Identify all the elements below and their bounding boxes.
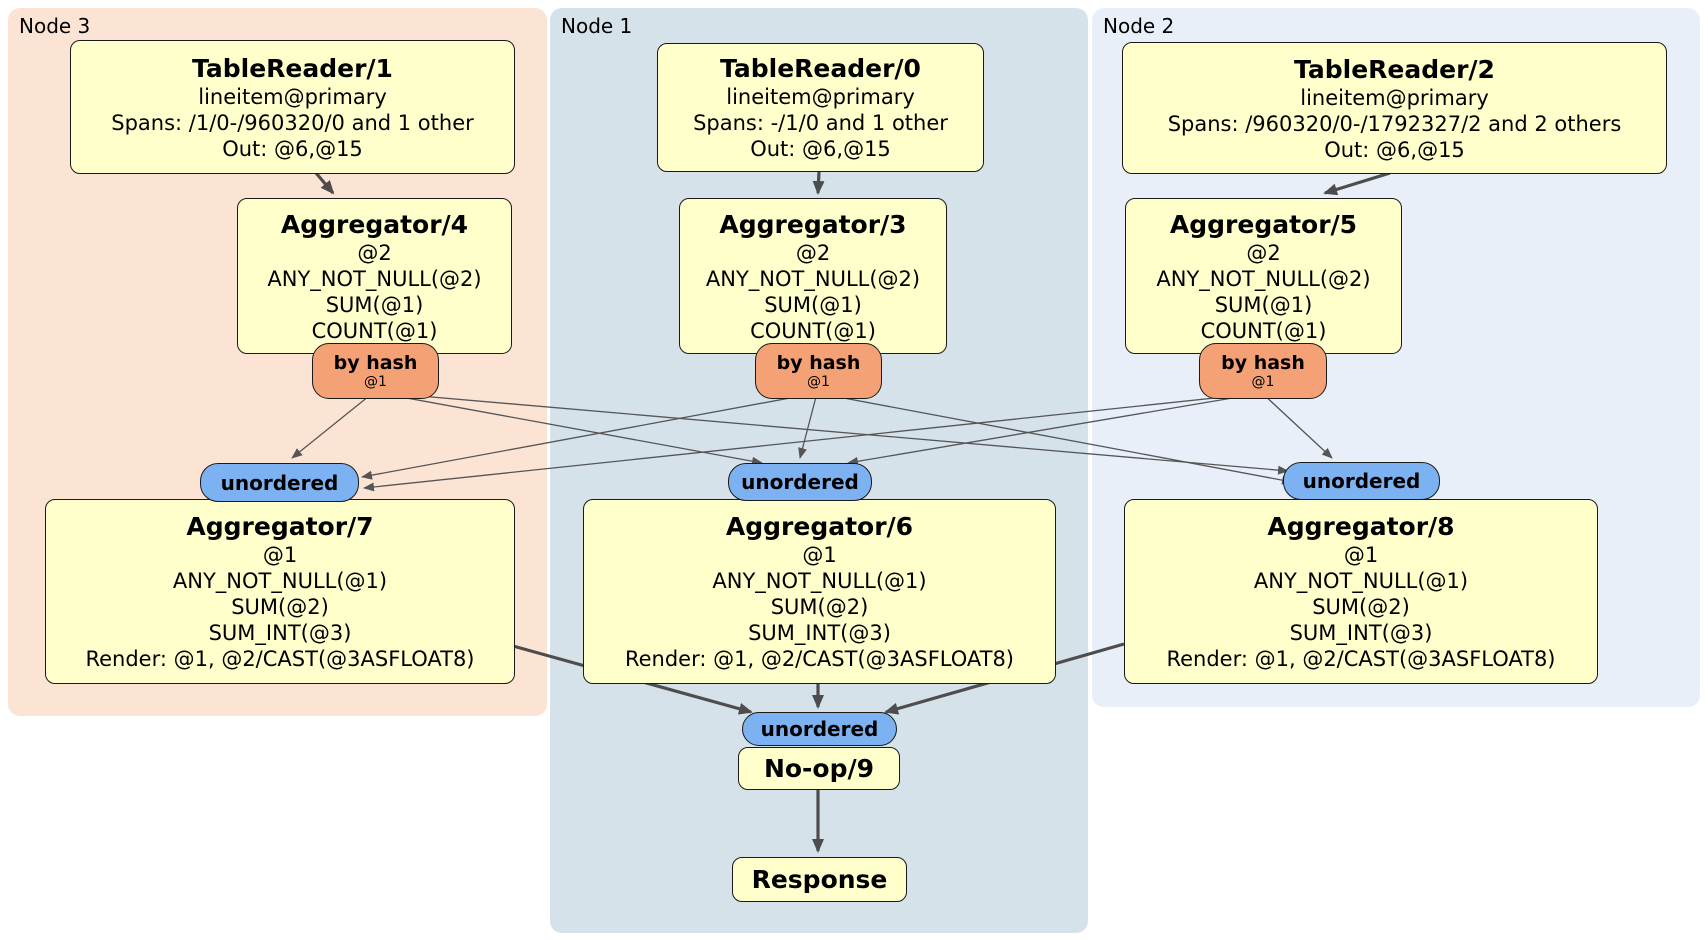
box-line: COUNT(@1) (750, 318, 876, 343)
box-line: @1 (1343, 543, 1379, 567)
box-aggregator-3: Aggregator/3 @2 ANY_NOT_NULL(@2) SUM(@1)… (679, 198, 947, 354)
box-noop-9: No-op/9 (738, 747, 900, 790)
router-by-hash-4: by hash @1 (312, 343, 439, 399)
box-title: Response (751, 865, 888, 894)
edge-hash3-sync2 (816, 392, 1293, 485)
sync-unordered-node1: unordered (728, 463, 872, 501)
edge-hash5-sync2 (1261, 392, 1333, 459)
box-title: TableReader/2 (1294, 54, 1495, 84)
edge-tr2-agg5 (1323, 171, 1391, 196)
box-line: SUM(@2) (231, 595, 329, 619)
box-tablereader-2: TableReader/2 lineitem@primary Spans: /9… (1122, 42, 1667, 174)
edge-hash4-sync3 (291, 391, 375, 459)
sync-label: unordered (741, 470, 859, 494)
box-line: ANY_NOT_NULL(@2) (705, 266, 921, 291)
box-line: @2 (357, 240, 392, 265)
box-line: ANY_NOT_NULL(@2) (1156, 266, 1371, 291)
box-line: ANY_NOT_NULL(@1) (172, 569, 388, 593)
sync-unordered-node3: unordered (200, 463, 359, 502)
box-title: TableReader/1 (192, 53, 393, 83)
edge-tr1-agg4 (314, 171, 335, 195)
edge-hash4-sync2 (373, 391, 1289, 475)
box-aggregator-7: Aggregator/7 @1 ANY_NOT_NULL(@1) SUM(@2)… (45, 499, 515, 684)
sync-label: unordered (760, 717, 879, 741)
box-line: SUM(@1) (1214, 292, 1313, 317)
box-title: No-op/9 (763, 754, 875, 783)
box-line: Render: @1, @2/CAST(@3ASFLOAT8) (624, 647, 1015, 671)
edge-hash4-sync1 (373, 391, 763, 466)
box-line: SUM_INT(@3) (748, 621, 891, 645)
box-title: Aggregator/7 (186, 512, 374, 541)
box-title: TableReader/0 (720, 54, 921, 83)
router-hash-columns: @1 (807, 374, 830, 390)
box-line: COUNT(@1) (311, 318, 438, 343)
node-3-label: Node 3 (19, 14, 91, 38)
box-line: ANY_NOT_NULL(@2) (267, 266, 482, 291)
edge-hash3-sync1 (798, 392, 818, 459)
box-line: @2 (1246, 240, 1281, 265)
edge-hash5-sync1 (847, 392, 1263, 466)
box-line: Out: @6,@15 (222, 136, 363, 161)
router-hash-columns: @1 (364, 374, 387, 390)
box-line: @1 (262, 543, 298, 567)
box-aggregator-8: Aggregator/8 @1 ANY_NOT_NULL(@1) SUM(@2)… (1124, 499, 1598, 684)
node-1-label: Node 1 (561, 14, 633, 38)
edge-hash5-sync3 (363, 392, 1263, 492)
box-line: Out: @6,@15 (750, 137, 891, 161)
router-label: by hash (776, 352, 861, 374)
router-edges (291, 391, 1333, 492)
router-hash-columns: @1 (1251, 374, 1275, 390)
box-line: lineitem@primary (1300, 85, 1489, 110)
box-line: SUM_INT(@3) (208, 621, 352, 645)
router-by-hash-5: by hash @1 (1199, 343, 1327, 399)
box-line: @2 (795, 240, 831, 265)
box-line: SUM(@2) (770, 595, 869, 619)
sync-unordered-final: unordered (742, 712, 897, 746)
box-title: Aggregator/6 (725, 512, 914, 541)
box-line: lineitem@primary (198, 84, 387, 109)
box-tablereader-0: TableReader/0 lineitem@primary Spans: -/… (657, 43, 984, 172)
box-line: SUM(@1) (325, 292, 424, 317)
box-line: SUM_INT(@3) (1289, 621, 1433, 645)
box-aggregator-6: Aggregator/6 @1 ANY_NOT_NULL(@1) SUM(@2)… (583, 499, 1056, 684)
node-2-label: Node 2 (1103, 14, 1175, 38)
box-line: Spans: -/1/0 and 1 other (693, 111, 948, 135)
box-response: Response (732, 857, 907, 902)
box-line: SUM(@1) (764, 292, 862, 317)
box-aggregator-5: Aggregator/5 @2 ANY_NOT_NULL(@2) SUM(@1)… (1125, 198, 1402, 354)
box-title: Aggregator/4 (280, 209, 469, 239)
edge-tr0-agg3 (812, 170, 825, 195)
edge-hash3-sync3 (361, 392, 818, 480)
box-title: Aggregator/3 (719, 209, 907, 239)
sync-label: unordered (1302, 469, 1421, 493)
sync-unordered-node2: unordered (1283, 462, 1440, 500)
box-line: Render: @1, @2/CAST(@3ASFLOAT8) (85, 647, 475, 671)
box-tablereader-1: TableReader/1 lineitem@primary Spans: /1… (70, 40, 515, 174)
box-line: @1 (802, 543, 837, 567)
box-line: Render: @1, @2/CAST(@3ASFLOAT8) (1166, 647, 1556, 671)
box-line: ANY_NOT_NULL(@1) (1253, 569, 1469, 593)
router-label: by hash (333, 352, 418, 374)
router-by-hash-3: by hash @1 (755, 343, 882, 399)
box-line: lineitem@primary (726, 85, 915, 109)
box-line: SUM(@2) (1312, 595, 1410, 619)
box-line: Out: @6,@15 (1324, 137, 1465, 162)
box-line: COUNT(@1) (1200, 318, 1327, 343)
router-label: by hash (1221, 352, 1305, 374)
box-title: Aggregator/5 (1169, 209, 1358, 239)
sync-label: unordered (220, 470, 339, 495)
box-line: Spans: /960320/0-/1792327/2 and 2 others (1167, 111, 1622, 136)
box-line: Spans: /1/0-/960320/0 and 1 other (111, 110, 474, 135)
box-line: ANY_NOT_NULL(@1) (712, 569, 927, 593)
box-aggregator-4: Aggregator/4 @2 ANY_NOT_NULL(@2) SUM(@1)… (237, 198, 512, 354)
box-title: Aggregator/8 (1267, 512, 1455, 541)
